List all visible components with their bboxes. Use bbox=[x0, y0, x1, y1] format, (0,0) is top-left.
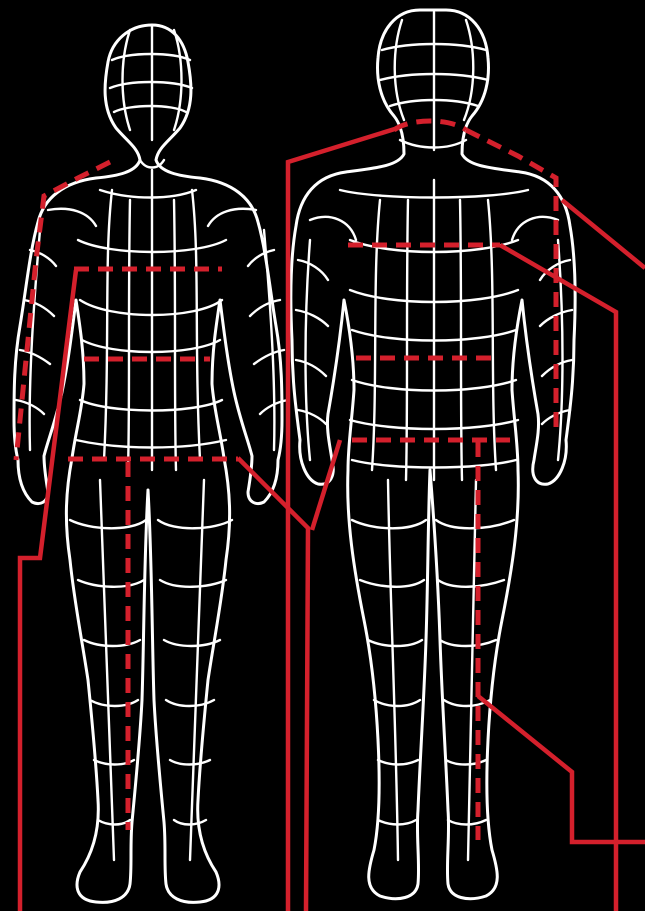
neck-measurement bbox=[394, 121, 466, 130]
female-body-figure bbox=[14, 25, 288, 902]
